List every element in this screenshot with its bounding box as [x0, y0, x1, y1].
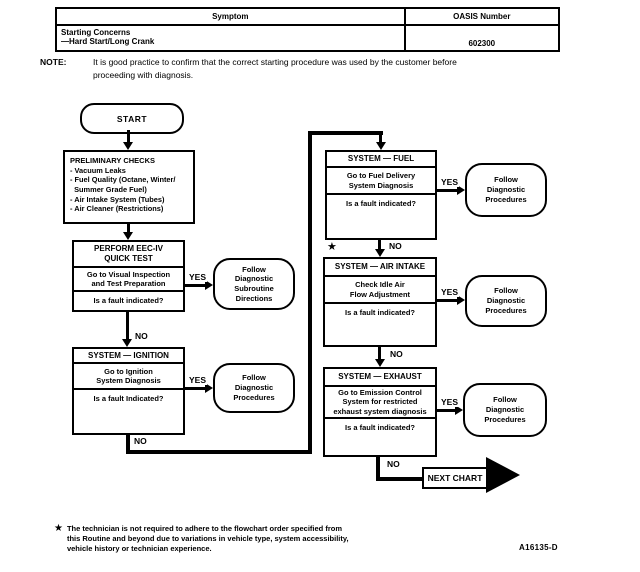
yes-label-ignition: YES	[188, 375, 208, 385]
connector-start-preliminary	[127, 130, 130, 143]
yes-label-eec: YES	[188, 272, 208, 282]
preliminary-checks-title: PRELIMINARY CHECKS	[70, 156, 156, 165]
table-header-row: Symptom OASIS Number	[57, 9, 558, 26]
fuel-title: SYSTEM — FUEL	[327, 152, 435, 168]
connector-exhaust-no-down	[376, 457, 380, 481]
note-text: It is good practice to confirm that the …	[93, 57, 457, 81]
preliminary-checks-box: PRELIMINARY CHECKS - Vacuum Leaks - Fuel…	[63, 150, 195, 224]
star-icon: ★	[54, 523, 63, 534]
follow-procedures-oval-air: Follow Diagnostic Procedures	[465, 275, 547, 327]
connector-fuel-no	[378, 240, 381, 250]
oasis-column-header: OASIS Number	[453, 12, 511, 21]
connector-preliminary-eec	[127, 224, 130, 234]
no-label-air: NO	[389, 349, 404, 359]
arrowhead-right	[457, 295, 465, 305]
no-label-exhaust: NO	[386, 459, 401, 469]
connector-air-yes	[437, 299, 458, 302]
no-label-ignition: NO	[133, 436, 148, 446]
footnote-star-marker: ★	[327, 241, 337, 253]
arrowhead-right	[457, 185, 465, 195]
start-node: START	[80, 103, 184, 134]
eec-action: Go to Visual Inspection and Test Prepara…	[74, 268, 183, 292]
arrowhead-down	[376, 142, 386, 150]
table-row: Starting Concerns —Hard Start/Long Crank…	[57, 26, 558, 50]
ignition-question: Is a fault Indicated?	[93, 394, 164, 403]
yes-label-fuel: YES	[440, 177, 460, 187]
follow-procedures-oval-ignition: Follow Diagnostic Procedures	[213, 363, 295, 413]
next-chart-node: NEXT CHART	[422, 467, 488, 489]
connector-air-no	[378, 347, 381, 360]
fuel-question: Is a fault indicated?	[345, 199, 416, 208]
symptom-detail: —Hard Start/Long Crank	[61, 37, 155, 46]
air-intake-question: Is a fault indicated?	[344, 308, 415, 317]
arrowhead-down	[123, 232, 133, 240]
connector-loop-up	[308, 131, 312, 454]
arrowhead-down	[123, 142, 133, 150]
exhaust-question: Is a fault indicated?	[344, 423, 415, 432]
eec-title: PERFORM EEC-IV QUICK TEST	[74, 242, 183, 268]
footnote: ★ The technician is not required to adhe…	[54, 523, 397, 554]
symptom-table: Symptom OASIS Number Starting Concerns —…	[55, 7, 560, 52]
yes-label-exhaust: YES	[440, 397, 460, 407]
fuel-action: Go to Fuel Delivery System Diagnosis	[327, 168, 435, 195]
arrowhead-right	[205, 383, 213, 393]
air-intake-title: SYSTEM — AIR INTAKE	[325, 259, 435, 277]
footnote-text: The technician is not required to adhere…	[66, 524, 349, 554]
connector-exhaust-yes	[437, 409, 456, 412]
arrowhead-down	[375, 249, 385, 257]
figure-code: A16135-D	[519, 543, 558, 552]
symptom-column-header: Symptom	[57, 9, 406, 24]
arrowhead-right	[455, 405, 463, 415]
connector-loop-top	[308, 131, 383, 135]
system-fuel-box: SYSTEM — FUEL Go to Fuel Delivery System…	[325, 150, 437, 240]
connector-into-fuel	[379, 133, 382, 143]
connector-eec-yes	[185, 284, 206, 287]
follow-subroutine-oval: Follow Diagnostic Subroutine Directions	[213, 258, 295, 310]
follow-procedures-oval-exhaust: Follow Diagnostic Procedures	[463, 383, 547, 437]
arrowhead-down	[122, 339, 132, 347]
no-label-fuel: NO	[388, 241, 403, 251]
preliminary-checks-items: - Vacuum Leaks - Fuel Quality (Octane, W…	[70, 165, 176, 214]
exhaust-action: Go to Emission Control System for restri…	[325, 387, 435, 419]
connector-fuel-yes	[437, 189, 458, 192]
follow-procedures-oval-fuel: Follow Diagnostic Procedures	[465, 163, 547, 217]
exhaust-title: SYSTEM — EXHAUST	[325, 369, 435, 387]
arrowhead-down	[375, 359, 385, 367]
connector-exhaust-no-across	[376, 477, 422, 481]
eec-question: Is a fault indicated?	[93, 296, 164, 305]
note-label: NOTE:	[40, 57, 67, 67]
connector-ignition-no-down	[126, 435, 130, 454]
ignition-action: Go to Ignition System Diagnosis	[74, 364, 183, 390]
system-exhaust-box: SYSTEM — EXHAUST Go to Emission Control …	[323, 367, 437, 457]
eec-quick-test-box: PERFORM EEC-IV QUICK TEST Go to Visual I…	[72, 240, 185, 312]
air-intake-action: Check Idle Air Flow Adjustment	[325, 277, 435, 304]
connector-eec-no	[126, 312, 129, 339]
ignition-title: SYSTEM — IGNITION	[74, 349, 183, 364]
arrowhead-right	[205, 280, 213, 290]
symptom-title: Starting Concerns	[61, 28, 131, 37]
note: NOTE: It is good practice to confirm tha…	[40, 56, 533, 82]
yes-label-air: YES	[440, 287, 460, 297]
connector-ignition-yes	[185, 387, 206, 390]
system-air-intake-box: SYSTEM — AIR INTAKE Check Idle Air Flow …	[323, 257, 437, 347]
connector-ignition-no-across	[126, 450, 312, 454]
oasis-number: 602300	[468, 39, 496, 48]
no-label-eec: NO	[134, 331, 149, 341]
system-ignition-box: SYSTEM — IGNITION Go to Ignition System …	[72, 347, 185, 435]
next-chart-arrow-icon	[486, 457, 520, 493]
